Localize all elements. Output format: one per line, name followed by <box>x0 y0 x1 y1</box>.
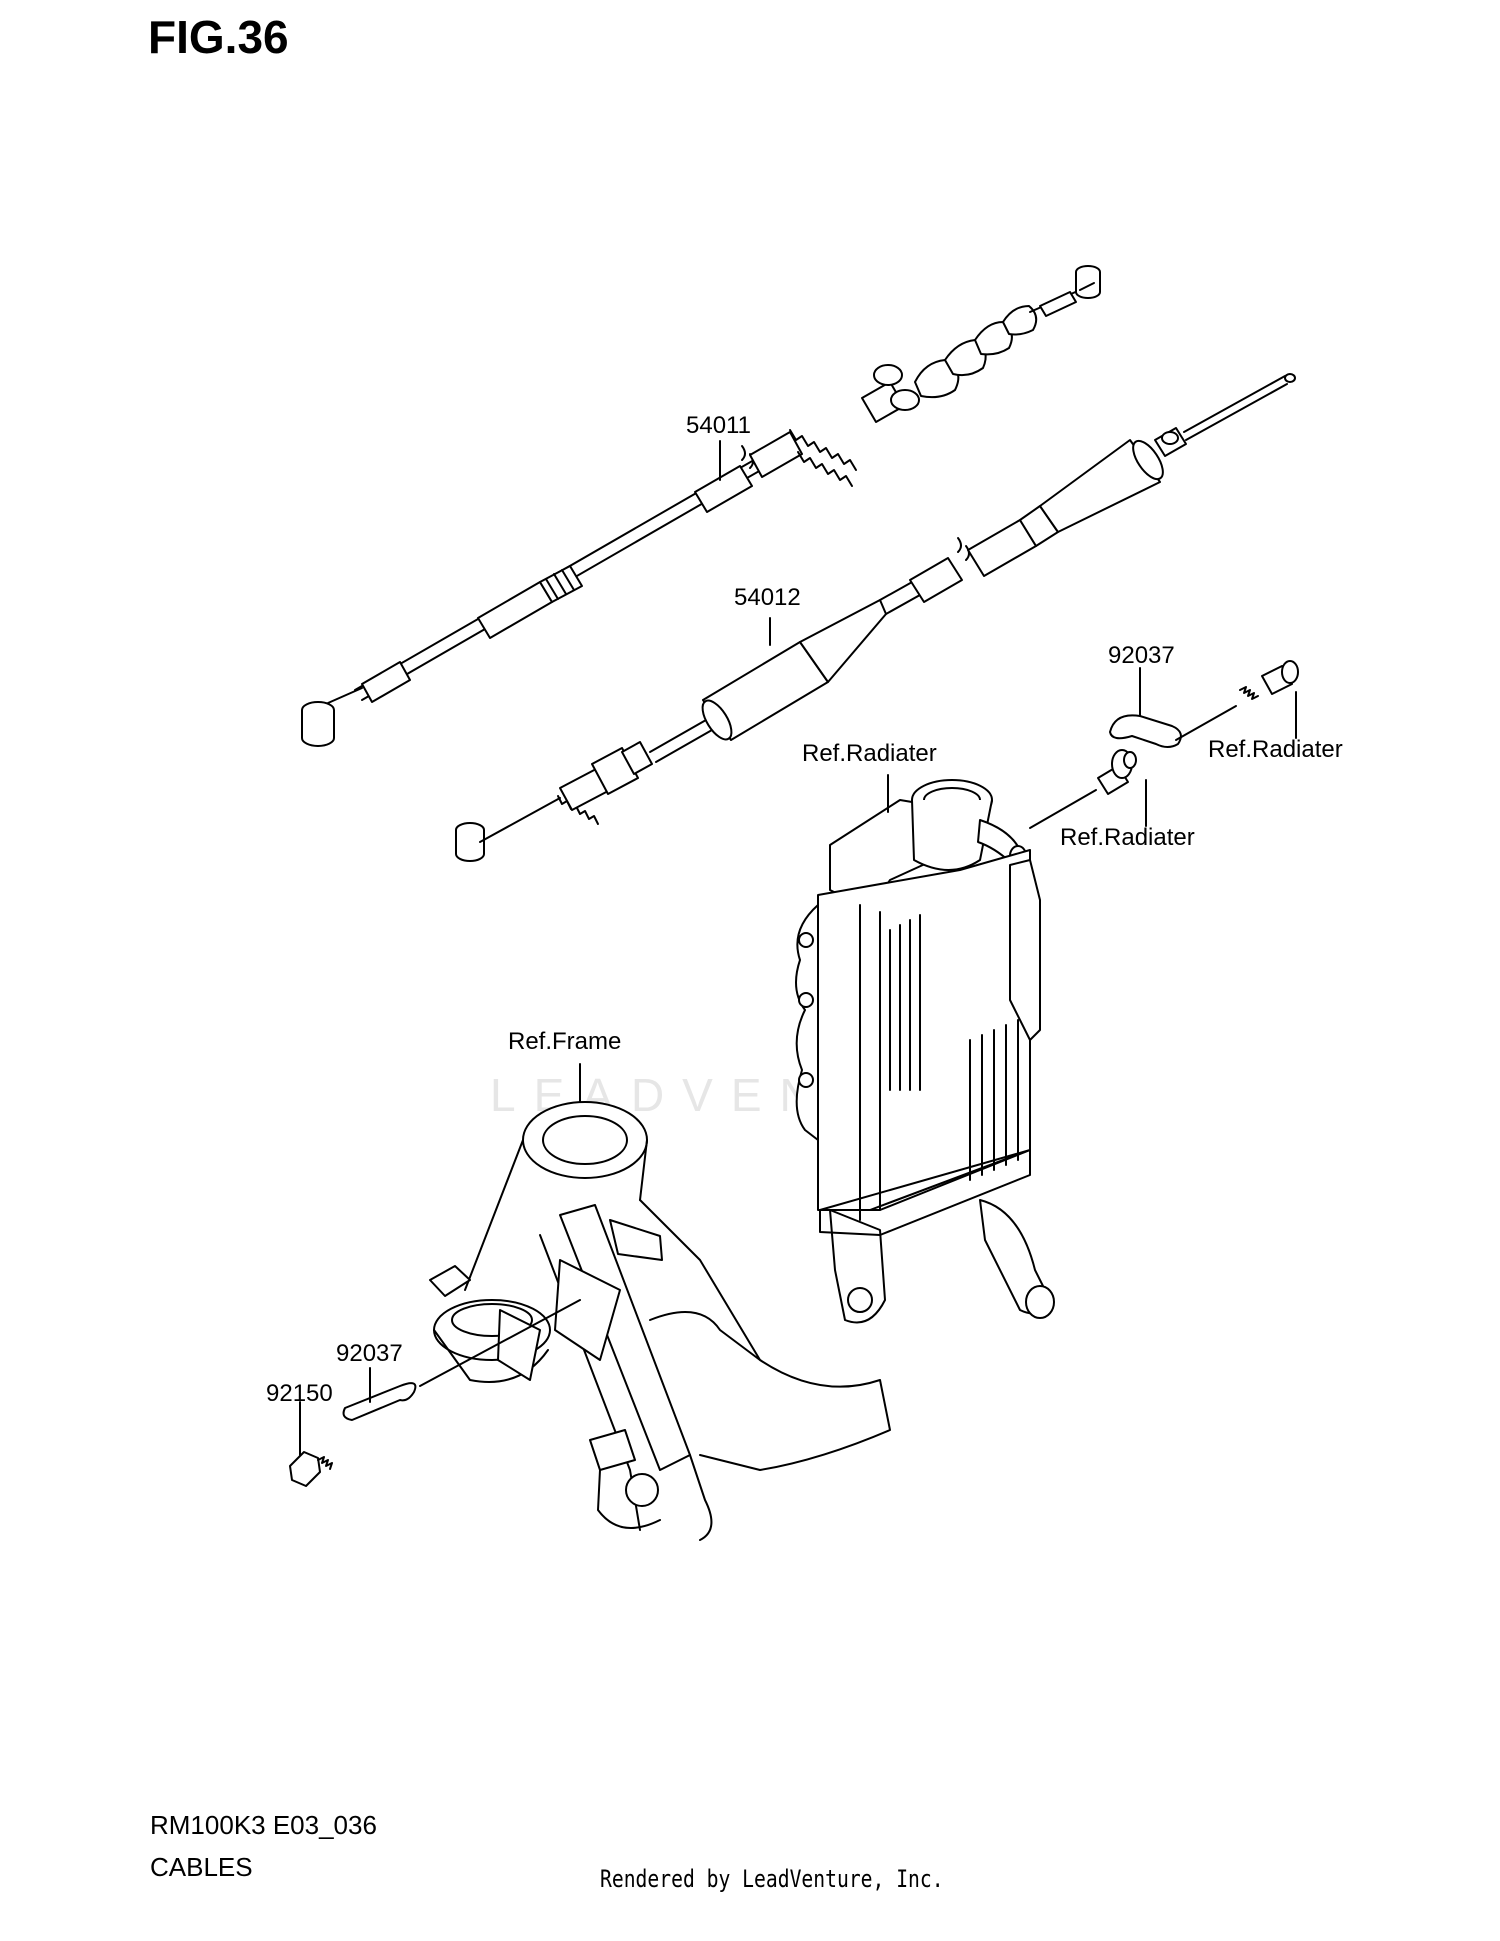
figure-title: FIG.36 <box>148 11 289 63</box>
callout-ref-radiater-bolt: Ref.Radiater <box>1208 736 1343 763</box>
callout-92037-top: 92037 <box>1108 642 1175 669</box>
rendered-by-credit: Rendered by LeadVenture, Inc. <box>600 1865 944 1893</box>
section-name: CABLES <box>150 1852 253 1882</box>
callout-92150: 92150 <box>266 1380 333 1407</box>
clutch-cable-54011[interactable] <box>301 265 1101 747</box>
model-code: RM100K3 E03_036 <box>150 1810 377 1840</box>
clamp-92037-bottom[interactable] <box>342 1382 417 1421</box>
frame-reference <box>429 1101 891 1541</box>
callout-ref-frame: Ref.Frame <box>508 1028 622 1055</box>
callout-ref-radiater-mid: Ref.Radiater <box>1060 824 1195 851</box>
grommet[interactable] <box>1097 749 1137 795</box>
callout-92037-bottom: 92037 <box>336 1340 403 1367</box>
clamp-92037-top[interactable] <box>1109 714 1182 748</box>
leader-lines <box>299 440 1297 1456</box>
callout-ref-radiater-top: Ref.Radiater <box>802 740 937 767</box>
bolt-top[interactable] <box>1239 660 1299 700</box>
callout-54012: 54012 <box>734 584 801 611</box>
throttle-cable-54012[interactable] <box>455 373 1296 862</box>
bolt-92150[interactable] <box>289 1451 333 1487</box>
radiator-reference <box>795 779 1055 1324</box>
callout-54011: 54011 <box>686 412 751 439</box>
